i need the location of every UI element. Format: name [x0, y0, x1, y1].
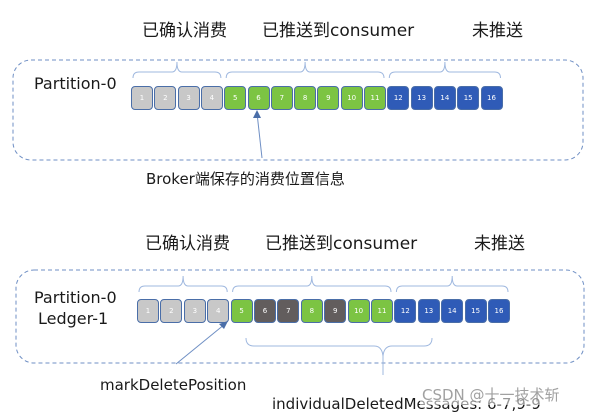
segment-label-pushed-1: 已推送到consumer: [262, 21, 415, 41]
individual-deleted-brace: [245, 337, 433, 357]
message-box-acked: 2: [154, 86, 177, 110]
segment-brace: [138, 275, 228, 293]
segment-label-pushed-2: 已推送到consumer: [265, 234, 418, 254]
csdn-watermark: CSDN @十一技术斩: [420, 384, 562, 405]
message-box-pushed: 8: [294, 86, 317, 110]
segment-label-unpushed-2: 未推送: [474, 234, 525, 254]
mark-delete-position-label: markDeletePosition: [100, 376, 247, 394]
message-box-unpushed: 15: [464, 299, 487, 323]
message-box-unpushed: 13: [417, 299, 440, 323]
message-box-acked: 1: [131, 86, 153, 110]
message-box-unpushed: 14: [433, 86, 456, 110]
message-box-unpushed: 13: [410, 86, 433, 110]
message-box-pushed: 7: [270, 86, 293, 110]
message-box-pushed: 10: [340, 86, 363, 110]
ledger-label-2: Ledger-1: [38, 309, 109, 328]
message-box-deleted: 6: [254, 299, 276, 323]
segment-brace: [225, 61, 385, 79]
segment-label-acked-2: 已确认消费: [145, 234, 230, 254]
message-box-acked: 3: [183, 299, 206, 323]
message-box-pushed: 5: [230, 299, 253, 323]
message-box-unpushed: 16: [488, 299, 510, 323]
message-box-acked: 4: [207, 299, 230, 323]
message-box-acked: 1: [137, 299, 159, 323]
message-box-pushed: 8: [300, 299, 323, 323]
broker-position-arrow: [256, 112, 263, 159]
message-box-acked: 4: [200, 86, 223, 110]
partition-label-2: Partition-0: [34, 288, 117, 307]
message-box-unpushed: 12: [387, 86, 410, 110]
partition-label-1: Partition-0: [34, 74, 117, 93]
message-box-unpushed: 14: [441, 299, 464, 323]
message-box-deleted: 7: [277, 299, 300, 323]
broker-position-arrowhead: [253, 110, 261, 118]
message-box-unpushed: 16: [480, 86, 503, 110]
message-box-pushed: 11: [364, 86, 386, 110]
message-box-pushed: 5: [224, 86, 247, 110]
segment-braces-2: [138, 275, 509, 293]
broker-position-annotation: Broker端保存的消费位置信息: [146, 170, 345, 188]
message-box-pushed: 10: [347, 299, 370, 323]
message-box-acked: 3: [177, 86, 200, 110]
message-box-deleted: 9: [324, 299, 347, 323]
segment-brace: [232, 275, 392, 293]
segment-brace: [388, 61, 501, 79]
segment-label-unpushed-1: 未推送: [472, 21, 523, 41]
message-box-pushed: 11: [371, 299, 393, 323]
segment-brace: [132, 61, 222, 79]
message-box-unpushed: 12: [394, 299, 417, 323]
message-box-acked: 2: [160, 299, 183, 323]
message-box-unpushed: 15: [457, 86, 480, 110]
message-box-pushed: 6: [247, 86, 270, 110]
message-box-pushed: 9: [317, 86, 340, 110]
segment-braces-1: [132, 61, 501, 79]
segment-label-acked-1: 已确认消费: [142, 21, 227, 41]
segment-brace: [395, 275, 509, 293]
mark-delete-arrow: [175, 323, 226, 365]
